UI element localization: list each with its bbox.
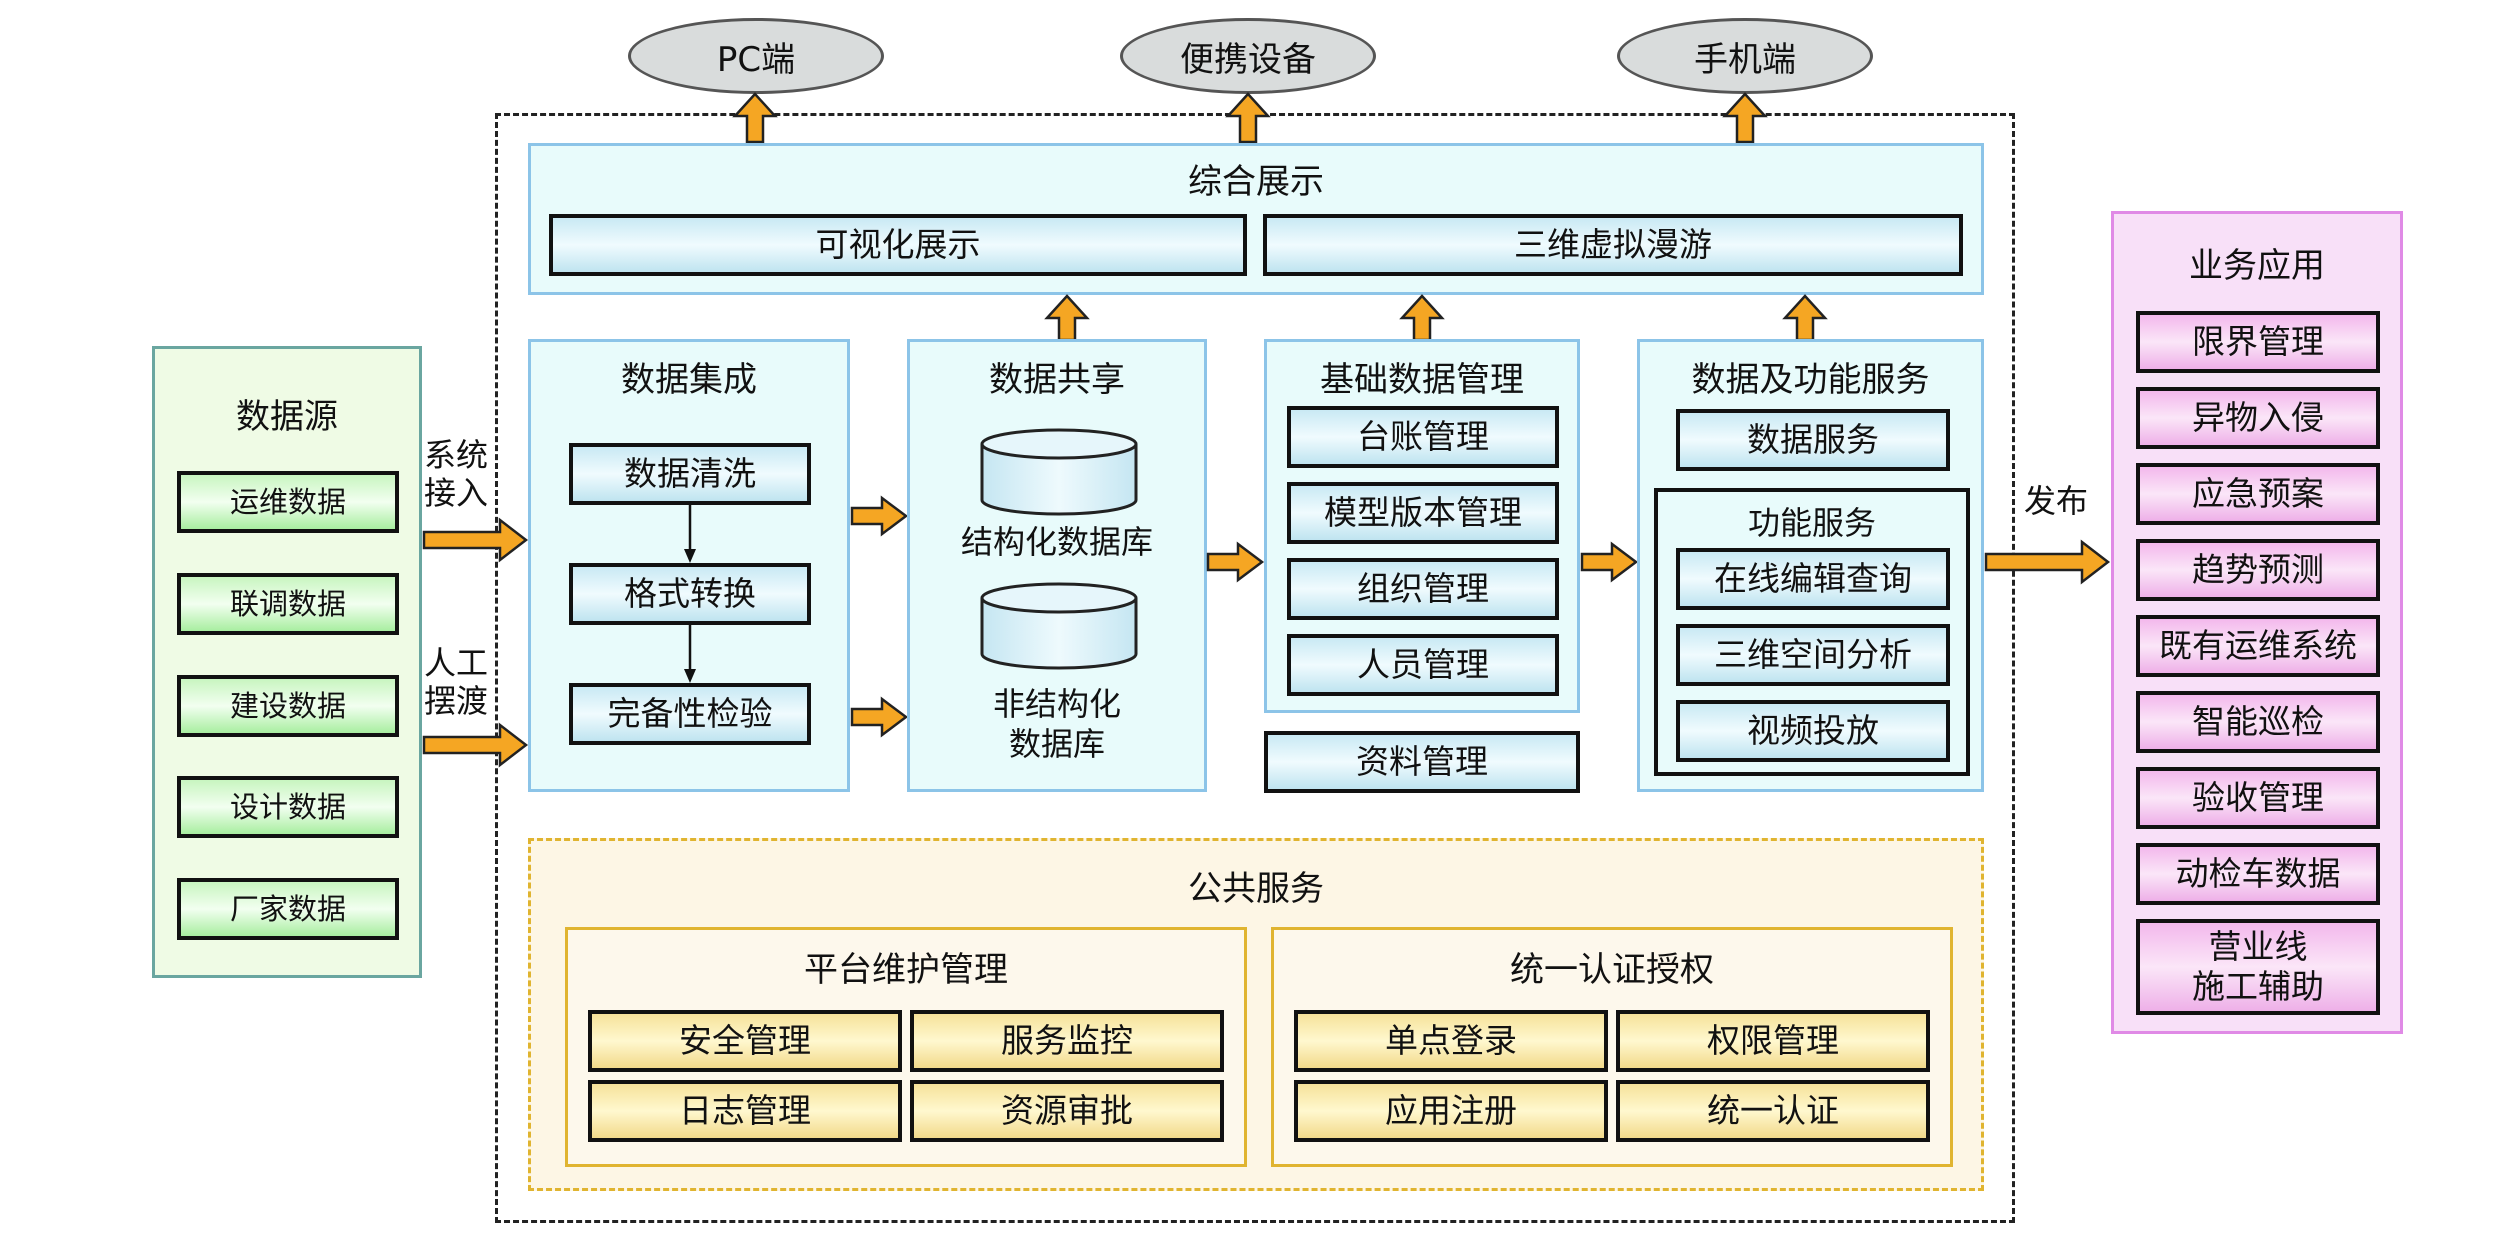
platform-maintenance-panel: 平台维护管理 安全管理 服务监控 日志管理 资源审批 xyxy=(565,927,1247,1167)
arrow-to-services xyxy=(1580,541,1639,583)
data-source-title: 数据源 xyxy=(236,397,338,437)
business-item: 异物入侵 xyxy=(2136,387,2380,449)
label-line: 非结构化 xyxy=(992,685,1121,723)
display-panel: 综合展示 可视化展示 三维虚拟漫游 xyxy=(528,143,1984,295)
integration-panel: 数据集成 数据清洗 格式转换 完备性检验 xyxy=(528,339,850,792)
client-label: 便携设备 xyxy=(1180,39,1316,80)
integration-title: 数据集成 xyxy=(621,360,757,400)
unstructured-db-label: 非结构化 数据库 xyxy=(910,684,1204,764)
integration-step: 完备性检验 xyxy=(569,683,811,745)
business-item: 趋势预测 xyxy=(2136,539,2380,601)
manual-transfer-label: 人工 摆渡 xyxy=(424,644,488,721)
data-source-item: 厂家数据 xyxy=(177,878,399,940)
data-service: 数据服务 xyxy=(1676,409,1950,471)
business-item: 应急预案 xyxy=(2136,463,2380,525)
label-line: 营业线 xyxy=(2208,927,2308,967)
auth-item: 单点登录 xyxy=(1294,1010,1608,1072)
arrow-system-access xyxy=(422,517,529,563)
display-item-3d-tour: 三维虚拟漫游 xyxy=(1263,214,1963,276)
arrow-up-pc xyxy=(732,92,778,144)
business-item: 既有运维系统 xyxy=(2136,615,2380,677)
sharing-panel: 数据共享 结构化数据库 非结构化 数据库 xyxy=(907,339,1207,792)
maintenance-item: 安全管理 xyxy=(588,1010,902,1072)
label-line: 系统 xyxy=(424,436,489,474)
client-pc: PC端 xyxy=(628,18,884,94)
services-panel: 数据及功能服务 数据服务 功能服务 在线编辑查询 三维空间分析 视频投放 xyxy=(1637,339,1984,792)
data-source-item: 联调数据 xyxy=(177,573,399,635)
arrow-up-portable xyxy=(1225,92,1271,144)
arrow-to-base-data xyxy=(1206,541,1265,583)
arrow-up-base-data xyxy=(1399,294,1445,342)
function-service-item: 在线编辑查询 xyxy=(1676,548,1950,610)
data-source-item: 设计数据 xyxy=(177,776,399,838)
base-data-item: 模型版本管理 xyxy=(1287,482,1559,544)
database-icon xyxy=(980,582,1138,670)
integration-step: 数据清洗 xyxy=(569,443,811,505)
auth-item: 权限管理 xyxy=(1616,1010,1930,1072)
business-item: 智能巡检 xyxy=(2136,691,2380,753)
arrow-publish xyxy=(1984,539,2111,585)
base-data-panel: 基础数据管理 台账管理 模型版本管理 组织管理 人员管理 xyxy=(1264,339,1580,713)
business-item: 限界管理 xyxy=(2136,311,2380,373)
data-source-item: 建设数据 xyxy=(177,675,399,737)
system-access-label: 系统 接入 xyxy=(424,436,488,513)
services-title: 数据及功能服务 xyxy=(1691,360,1930,400)
function-service-panel: 功能服务 在线编辑查询 三维空间分析 视频投放 xyxy=(1654,488,1970,776)
client-portable: 便携设备 xyxy=(1120,18,1376,94)
public-service-title: 公共服务 xyxy=(1188,869,1324,909)
unified-auth-title: 统一认证授权 xyxy=(1510,950,1714,990)
function-service-item: 视频投放 xyxy=(1676,700,1950,762)
label-line: 数据库 xyxy=(1008,725,1105,763)
label-line: 施工辅助 xyxy=(2192,967,2324,1006)
arrow-to-structured-db xyxy=(850,495,909,537)
function-service-title: 功能服务 xyxy=(1747,504,1876,542)
publish-label: 发布 xyxy=(2024,482,2089,520)
label-line: 接入 xyxy=(424,474,489,513)
unified-auth-panel: 统一认证授权 单点登录 权限管理 应用注册 统一认证 xyxy=(1271,927,1953,1167)
label-line: 摆渡 xyxy=(424,682,489,721)
client-label: 手机端 xyxy=(1694,39,1796,80)
data-source-item: 运维数据 xyxy=(177,471,399,533)
arrow-manual-transfer xyxy=(422,722,529,768)
label-line: 人工 xyxy=(424,644,489,682)
auth-item: 统一认证 xyxy=(1616,1080,1930,1142)
base-data-item: 人员管理 xyxy=(1287,634,1559,696)
arrow-up-sharing xyxy=(1044,294,1090,342)
display-item-visualization: 可视化展示 xyxy=(549,214,1247,276)
business-panel: 业务应用 限界管理 异物入侵 应急预案 趋势预测 既有运维系统 智能巡检 验收管… xyxy=(2111,211,2403,1034)
business-item: 验收管理 xyxy=(2136,767,2380,829)
flow-arrow-down xyxy=(684,505,696,563)
business-item-construction: 营业线 施工辅助 xyxy=(2136,919,2380,1015)
client-label: PC端 xyxy=(716,39,796,80)
arrow-up-services xyxy=(1782,294,1828,342)
auth-item: 应用注册 xyxy=(1294,1080,1608,1142)
integration-step: 格式转换 xyxy=(569,563,811,625)
maintenance-item: 资源审批 xyxy=(910,1080,1224,1142)
platform-maintenance-title: 平台维护管理 xyxy=(804,950,1008,990)
base-data-item: 台账管理 xyxy=(1287,406,1559,468)
sharing-title: 数据共享 xyxy=(989,360,1125,400)
structured-db-label: 结构化数据库 xyxy=(960,523,1153,561)
client-mobile: 手机端 xyxy=(1617,18,1873,94)
base-data-item: 组织管理 xyxy=(1287,558,1559,620)
business-title: 业务应用 xyxy=(2189,246,2325,286)
maintenance-item: 日志管理 xyxy=(588,1080,902,1142)
public-service-panel: 公共服务 平台维护管理 安全管理 服务监控 日志管理 资源审批 统一认证授权 单… xyxy=(528,838,1984,1191)
business-item: 动检车数据 xyxy=(2136,843,2380,905)
data-source-panel: 数据源 运维数据 联调数据 建设数据 设计数据 厂家数据 xyxy=(152,346,422,978)
function-service-item: 三维空间分析 xyxy=(1676,624,1950,686)
arrow-up-mobile xyxy=(1722,92,1768,144)
maintenance-item: 服务监控 xyxy=(910,1010,1224,1072)
display-title: 综合展示 xyxy=(1188,162,1324,202)
database-icon xyxy=(980,428,1138,516)
arrow-to-unstructured-db xyxy=(850,696,909,738)
base-data-title: 基础数据管理 xyxy=(1320,360,1524,400)
document-management: 资料管理 xyxy=(1264,731,1580,793)
flow-arrow-down xyxy=(684,625,696,683)
